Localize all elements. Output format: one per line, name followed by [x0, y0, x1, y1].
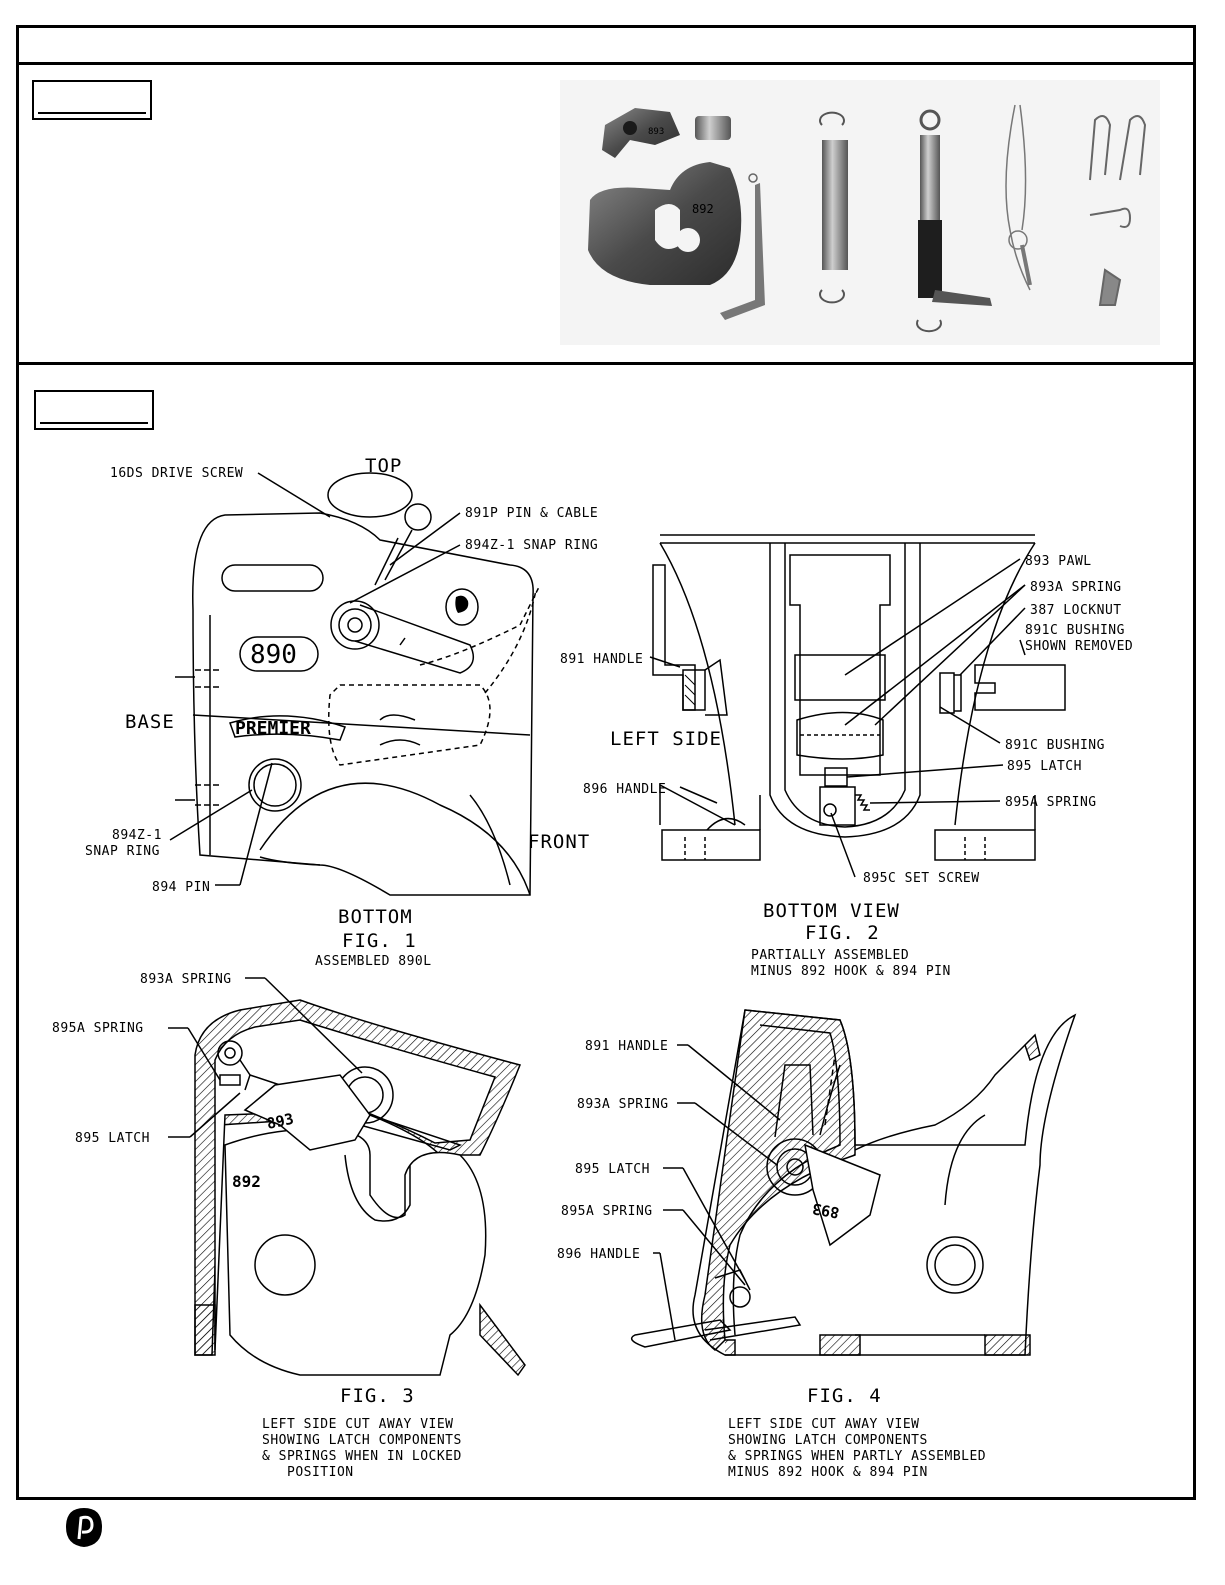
- parts-photo: 893 892: [560, 80, 1160, 345]
- fig1-caption: ASSEMBLED 890L: [315, 954, 432, 969]
- fig1-front-label: FRONT: [528, 831, 590, 853]
- fig4-caption-4: MINUS 892 HOOK & 894 PIN: [728, 1465, 928, 1480]
- label-fig4-handle-891: 891 HANDLE: [585, 1039, 668, 1054]
- fig4-caption-2: SHOWING LATCH COMPONENTS: [728, 1433, 928, 1448]
- fig4-part-893: 893: [811, 1199, 841, 1221]
- pin-tube-part-photo: [819, 111, 848, 304]
- label-fig3-spring-895a: 895A SPRING: [52, 1021, 144, 1036]
- figure-2: 893 PAWL 893A SPRING 387 LOCKNUT 891C BU…: [560, 534, 1133, 979]
- label-fig2-bushing: 891C BUSHING: [1005, 738, 1105, 753]
- hook-part-photo: 892: [588, 162, 742, 285]
- diagram-section-label-box: [34, 390, 154, 430]
- label-pin: 894 PIN: [152, 880, 210, 895]
- figure-3: 893 892 893A SPRING 895A SPRING 895 LATC…: [52, 972, 526, 1480]
- fig2-number: FIG. 2: [805, 922, 880, 944]
- header-band: [16, 62, 1196, 65]
- fig1-bottom-title: BOTTOM: [338, 906, 413, 928]
- cable-part-photo: [1005, 104, 1032, 291]
- label-fig3-spring-893a: 893A SPRING: [140, 972, 232, 987]
- fig1-number: FIG. 1: [342, 930, 417, 952]
- section-divider: [16, 362, 1196, 365]
- label-set-screw: 895C SET SCREW: [863, 871, 980, 886]
- fig1-top-label: TOP: [365, 455, 402, 477]
- casting-number: 890: [250, 640, 297, 670]
- pin-handle-part-photo: [916, 109, 992, 333]
- label-fig4-latch: 895 LATCH: [575, 1162, 650, 1177]
- fig3-caption-4: POSITION: [287, 1465, 354, 1480]
- fig2-caption-2: MINUS 892 HOOK & 894 PIN: [751, 964, 951, 979]
- fig3-caption-1: LEFT SIDE CUT AWAY VIEW: [262, 1417, 454, 1432]
- label-snap-ring-b: SNAP RING: [85, 844, 160, 859]
- fig3-part-893: 893: [265, 1110, 295, 1133]
- pawl-part-photo: 893: [602, 108, 680, 158]
- label-snap-ring-a: 894Z-1: [112, 828, 162, 843]
- parts-section-label-box: [32, 80, 152, 120]
- fig3-number: FIG. 3: [340, 1385, 415, 1407]
- figure-1: TOP 16DS DRIVE SCREW 891P PIN & CABLE 89…: [85, 455, 598, 969]
- casting-brand: PREMIER: [235, 718, 311, 739]
- figure-4: 893 891 HANDLE 893A SPRING 895 LATCH 895…: [557, 1009, 1077, 1480]
- fig4-number: FIG. 4: [807, 1385, 882, 1407]
- pawl-number: 893: [648, 127, 664, 137]
- fig4-caption-1: LEFT SIDE CUT AWAY VIEW: [728, 1417, 920, 1432]
- label-fig2-spring-893a: 893A SPRING: [1030, 580, 1122, 595]
- premier-logo-icon: [66, 1508, 102, 1547]
- fig2-title: BOTTOM VIEW: [763, 900, 900, 922]
- label-fig3-latch: 895 LATCH: [75, 1131, 150, 1146]
- label-pawl: 893 PAWL: [1025, 554, 1092, 569]
- fig3-part-892: 892: [232, 1172, 261, 1191]
- bushing-part-photo: [695, 116, 731, 140]
- fig3-caption-2: SHOWING LATCH COMPONENTS: [262, 1433, 462, 1448]
- fig4-caption-3: & SPRINGS WHEN PARTLY ASSEMBLED: [728, 1449, 986, 1464]
- fig1-base-label: BASE: [125, 711, 175, 733]
- fig3-caption-3: & SPRINGS WHEN IN LOCKED: [262, 1449, 462, 1464]
- handle-part-photo: [720, 183, 765, 320]
- label-fig2-handle-891: 891 HANDLE: [560, 652, 643, 667]
- label-fig4-spring-895a: 895A SPRING: [561, 1204, 653, 1219]
- label-fig2-handle-896: 896 HANDLE: [583, 782, 666, 797]
- label-fig2-latch: 895 LATCH: [1007, 759, 1082, 774]
- label-fig2-spring-895a: 895A SPRING: [1005, 795, 1097, 810]
- label-bushing-removed-1: 891C BUSHING: [1025, 623, 1125, 638]
- fig2-left-side-label: LEFT SIDE: [610, 728, 722, 750]
- hook-number: 892: [692, 202, 714, 216]
- label-snap-ring-top: 894Z-1 SNAP RING: [465, 538, 598, 553]
- label-locknut: 387 LOCKNUT: [1030, 603, 1122, 618]
- label-fig4-handle-896: 896 HANDLE: [557, 1247, 640, 1262]
- fig2-caption-1: PARTIALLY ASSEMBLED: [751, 948, 909, 963]
- page-frame: [16, 25, 1196, 1500]
- springs-part-photo: [1089, 115, 1147, 306]
- label-bushing-removed-2: SHOWN REMOVED: [1025, 639, 1133, 654]
- label-pin-cable: 891P PIN & CABLE: [465, 506, 598, 521]
- label-fig4-spring-893a: 893A SPRING: [577, 1097, 669, 1112]
- label-drive-screw: 16DS DRIVE SCREW: [110, 466, 243, 481]
